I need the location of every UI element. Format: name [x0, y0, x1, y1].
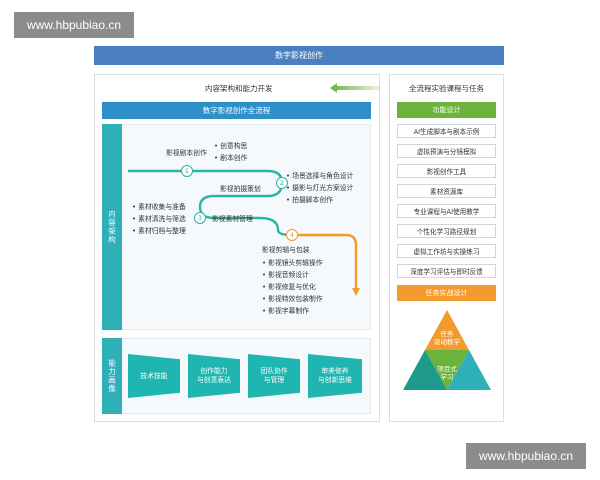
step-3-item: • 素材收集与准备 — [132, 203, 186, 211]
workflow-subheader: 数字影视创作全流程 — [102, 102, 371, 119]
step-4-marker: 4 — [286, 229, 298, 241]
step-2-item: • 场景选择与角色设计 — [286, 172, 354, 180]
course-item: AI生成脚本与剧本示例 — [397, 124, 496, 138]
ability-item: 创作能力与创意表达 — [188, 354, 240, 398]
course-item: 个性化学习路径规划 — [397, 224, 496, 238]
course-item: 虚拟预演与分镜模拟 — [397, 144, 496, 158]
pyramid-diagram — [403, 310, 491, 390]
function-design-button: 功能设计 — [397, 102, 496, 118]
step-4-item: • 影视修复与优化 — [262, 283, 316, 291]
ability-item: 审美修养与创新思维 — [308, 354, 362, 398]
content-architecture-header: 内容架构和能力开发 — [205, 84, 273, 93]
step-3-item: • 素材清洗与筛选 — [132, 215, 186, 223]
step-1-marker: 1 — [181, 165, 193, 177]
step-1-item: • 创意构思 — [214, 142, 248, 150]
course-item: 虚拟工作坊与实操练习 — [397, 244, 496, 258]
step-3-marker: 3 — [194, 212, 206, 224]
step-4-item: • 影视特效包装制作 — [262, 295, 323, 303]
step-3-title: 影视素材管理 — [212, 215, 253, 223]
step-2-item: • 拍摄脚本创作 — [286, 196, 333, 204]
step-2-item: • 摄影与灯光方案设计 — [286, 184, 354, 192]
course-item: 深度学习评估与即时反馈 — [397, 264, 496, 278]
ability-item: 技术技能 — [128, 354, 180, 398]
step-4-title: 影视剪辑与包装 — [262, 246, 310, 254]
course-item: 影视创作工具 — [397, 164, 496, 178]
step-1-item: • 剧本创作 — [214, 154, 248, 162]
step-4-item: • 影视字幕制作 — [262, 307, 309, 315]
pyramid-right-label: 模块化体系设计 — [457, 394, 483, 410]
pyramid-center-label: 项目式学习 — [437, 365, 457, 381]
step-2-marker: 2 — [276, 177, 288, 189]
step-2-title: 影视拍摄策划 — [220, 185, 261, 193]
step-4-item: • 影视镜头剪辑操作 — [262, 259, 323, 267]
task-design-button: 任务实战设计 — [397, 285, 496, 301]
step-3-item: • 素材归档与整理 — [132, 227, 186, 235]
arrow-left-icon — [330, 83, 380, 93]
watermark-top: www.hbpubiao.cn — [14, 12, 134, 38]
pyramid-left-label: 能力本位教育 — [411, 394, 437, 410]
course-header: 全流程实验课程与任务 — [409, 84, 484, 93]
banner-title: 数字影视创作 — [94, 46, 504, 65]
content-area — [102, 124, 371, 330]
course-item: 专业课程与AI使用教学 — [397, 204, 496, 218]
watermark-bottom: www.hbpubiao.cn — [466, 443, 586, 469]
pyramid-top-label: 任务驱动教学 — [434, 330, 460, 346]
side-label-content: 内容架构 — [102, 124, 122, 330]
ability-item: 团队协作与管理 — [248, 354, 300, 398]
side-label-ability: 能力画像 — [102, 338, 122, 414]
step-1-title: 影视剧本创作 — [166, 149, 207, 157]
course-item: 素材资源库 — [397, 184, 496, 198]
step-4-item: • 影视音频设计 — [262, 271, 309, 279]
